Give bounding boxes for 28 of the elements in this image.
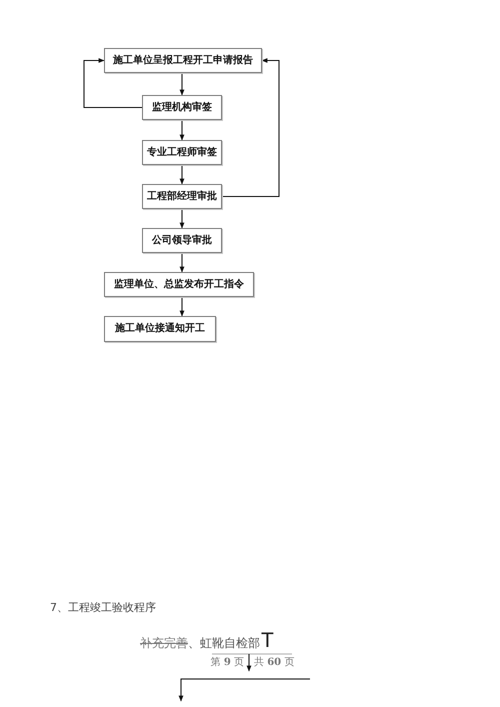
arrow: [222, 58, 280, 197]
arrow: [180, 208, 184, 229]
page-total: 共 60 页: [254, 657, 294, 669]
box-label: 公司领导审批: [152, 234, 212, 246]
arrow: [180, 296, 184, 317]
process-box: [142, 95, 222, 120]
process-box: [142, 228, 222, 253]
box-label: 工程部经理审批: [147, 190, 217, 202]
process-box: [104, 316, 216, 342]
process-box: [104, 48, 262, 73]
box-label: 专业工程师审签: [147, 146, 217, 158]
box-label: 施工单位呈报工程开工申请报告: [113, 54, 253, 66]
header-text: 、虹靴自检部: [188, 636, 260, 650]
box-label: 监理机构审签: [152, 102, 212, 114]
page-number: 第 9 页: [210, 657, 244, 669]
arrow: [84, 58, 142, 108]
header-letter: T: [261, 628, 274, 654]
process-box: [142, 140, 222, 165]
process-box: [104, 272, 254, 297]
arrow: [180, 120, 184, 141]
arrow: [180, 252, 184, 273]
box-label: 施工单位接通知开工: [115, 323, 205, 335]
struck-text: 补充完善: [140, 636, 188, 650]
arrow: [180, 164, 184, 185]
box-label: 监理单位、总监发布开工指令: [114, 278, 244, 290]
section-heading: 7、工程竣工验收程序: [50, 601, 156, 614]
arrow: [180, 72, 184, 96]
process-box: [142, 184, 222, 209]
